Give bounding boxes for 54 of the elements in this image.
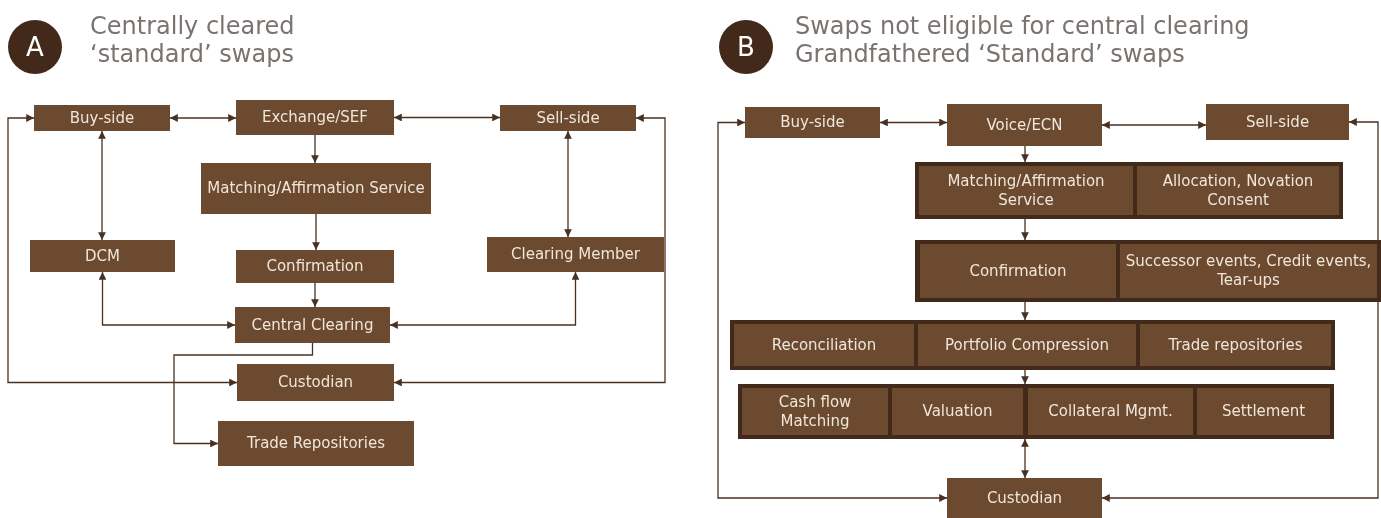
double-arrow	[879, 118, 948, 127]
double-arrow	[98, 130, 106, 241]
process-box: Buy-side	[34, 105, 170, 131]
process-box: Cash flow Matching	[742, 388, 888, 435]
process-box: Confirmation	[920, 244, 1116, 298]
process-box: Valuation	[892, 388, 1023, 435]
process-box: Matching/Affirmation Service	[919, 166, 1133, 215]
process-box: Settlement	[1197, 388, 1330, 435]
arrow	[312, 213, 320, 251]
process-box: Central Clearing	[235, 307, 390, 343]
arrow	[311, 134, 319, 164]
arrow	[1021, 218, 1029, 241]
process-box: DCM	[30, 240, 175, 272]
process-box: Custodian	[237, 364, 394, 401]
double-arrow	[1021, 438, 1029, 479]
process-box: Exchange/SEF	[236, 100, 394, 135]
panel-heading: Swaps not eligible for central clearing Grandfathered ‘Standard’ swaps	[795, 12, 1251, 68]
double-arrow	[98, 271, 236, 329]
group-panel	[738, 384, 1334, 439]
double-arrow	[717, 118, 948, 502]
process-box: Portfolio Compression	[918, 324, 1136, 366]
arrow	[1021, 145, 1029, 163]
process-box: Custodian	[947, 478, 1102, 518]
process-box: Trade Repositories	[218, 421, 414, 466]
process-box: Clearing Member	[487, 237, 664, 272]
arrow	[311, 282, 319, 308]
arrow	[1021, 369, 1029, 385]
process-box: Sell-side	[500, 105, 636, 131]
group-panel	[915, 162, 1343, 219]
panel-letter-badge: B	[719, 20, 773, 74]
process-box: Buy-side	[745, 107, 880, 138]
panel-heading: Centrally cleared ‘standard’ swaps	[90, 12, 296, 68]
double-arrow	[393, 114, 666, 387]
double-arrow	[564, 130, 572, 238]
process-box: Reconciliation	[734, 324, 914, 366]
group-panel	[730, 320, 1335, 370]
double-arrow	[1101, 118, 1379, 502]
double-arrow	[7, 114, 238, 387]
double-arrow	[393, 113, 501, 122]
process-box: Confirmation	[236, 250, 394, 283]
process-box: Allocation, Novation Consent	[1137, 166, 1339, 215]
process-box: Successor events, Credit events, Tear-ups	[1120, 244, 1377, 298]
process-box: Voice/ECN	[947, 104, 1102, 146]
process-box: Trade repositories	[1140, 324, 1331, 366]
panel-letter-badge: A	[8, 20, 62, 74]
double-arrow	[389, 271, 580, 329]
arrow	[1021, 301, 1029, 321]
process-box: Sell-side	[1206, 104, 1349, 140]
process-box: Collateral Mgmt.	[1028, 388, 1193, 435]
group-panel	[915, 240, 1381, 302]
double-arrow	[1101, 121, 1207, 129]
arrow	[173, 342, 314, 448]
process-box: Matching/Affirmation Service	[201, 163, 431, 214]
double-arrow	[169, 114, 237, 122]
